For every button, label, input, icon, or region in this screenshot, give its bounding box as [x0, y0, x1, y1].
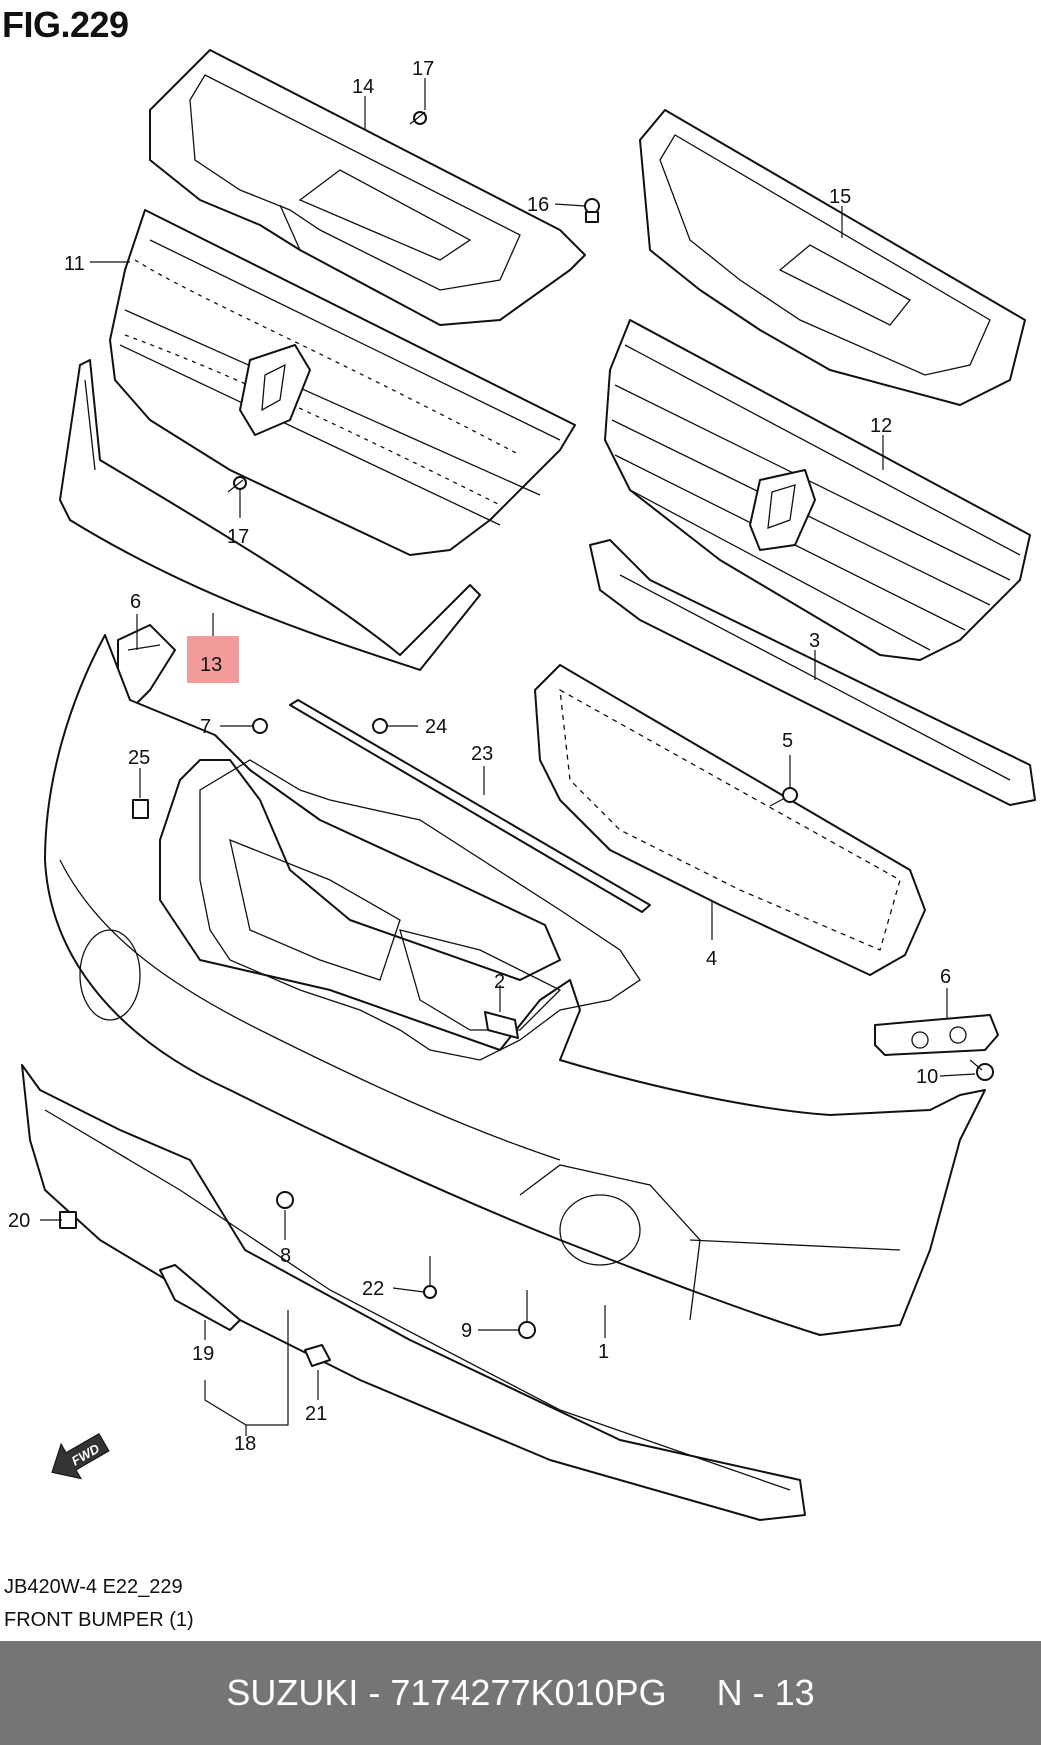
callout-24: 24 [425, 716, 447, 738]
part-15-frame [639, 109, 1026, 406]
part-inner-support [199, 759, 641, 1061]
footer-position: N - 13 [716, 1672, 815, 1713]
callout-9: 9 [461, 1320, 472, 1342]
callout-11: 11 [64, 253, 85, 275]
part-6-right-bracket [874, 1014, 999, 1056]
part-13-garnish [59, 359, 481, 671]
callout-3: 3 [809, 630, 820, 652]
figure-description: FRONT BUMPER (1) [4, 1609, 194, 1631]
fastener-7 [252, 718, 268, 734]
fastener-10 [969, 1059, 994, 1081]
callout-19: 19 [192, 1343, 214, 1365]
callout-25: 25 [128, 747, 150, 769]
callout-1: 1 [598, 1341, 609, 1363]
callout-18: 18 [234, 1433, 256, 1455]
callout-17-top: 17 [412, 58, 434, 80]
part-1-bumper-cover [44, 634, 986, 1336]
part-18-spoiler [21, 1064, 806, 1521]
footer-part-number: 7174277K010PG [390, 1672, 667, 1713]
callout-8: 8 [280, 1245, 291, 1267]
fwd-arrow-icon: FWD [51, 1432, 110, 1480]
footer-brand: SUZUKI [226, 1672, 359, 1713]
footer-bar: SUZUKI - 7174277K010PG N - 13 [0, 1641, 1041, 1745]
footer-text: SUZUKI - 7174277K010PG N - 13 [226, 1672, 815, 1713]
fastener-17-top [409, 111, 427, 125]
exploded-view: 14 17 16 15 11 12 17 6 13 3 7 24 5 25 23… [8, 49, 1036, 1521]
callout-labels: 14 17 16 15 11 12 17 6 13 3 7 24 5 25 23… [8, 58, 951, 1455]
fastener-17-mid [227, 476, 247, 493]
figure-title: FIG.229 [2, 4, 129, 45]
callout-21: 21 [305, 1403, 327, 1425]
part-21-clip [304, 1344, 331, 1367]
part-14-upper-frame [149, 49, 586, 326]
fastener-9 [518, 1321, 536, 1339]
callout-13: 13 [200, 654, 222, 676]
callout-12: 12 [870, 415, 892, 437]
figure-code: JB420W-4 E22_229 [4, 1576, 183, 1598]
callout-2: 2 [494, 971, 505, 993]
part-25-clip [132, 799, 149, 819]
part-23-seal [289, 699, 651, 913]
callout-15: 15 [829, 186, 851, 208]
callout-6-left: 6 [130, 591, 141, 613]
fastener-16 [584, 198, 600, 223]
callout-4: 4 [706, 948, 717, 970]
callout-6-right: 6 [940, 966, 951, 988]
fastener-22 [423, 1285, 437, 1299]
callout-7: 7 [200, 716, 211, 738]
callout-14: 14 [352, 76, 374, 98]
callout-23: 23 [471, 743, 493, 765]
callout-5: 5 [782, 730, 793, 752]
callout-22: 22 [362, 1278, 384, 1300]
callout-10: 10 [916, 1066, 938, 1088]
part-2-bracket [484, 1011, 519, 1039]
fastener-20 [59, 1211, 77, 1229]
highlight-box-13 [187, 636, 239, 683]
part-19-cover [159, 1264, 241, 1331]
part-11-grille [109, 209, 576, 556]
fastener-24 [372, 718, 388, 734]
part-12-grille [604, 319, 1031, 661]
callout-16: 16 [527, 194, 549, 216]
fastener-8 [276, 1191, 294, 1209]
callout-20: 20 [8, 1210, 30, 1232]
callout-17-mid: 17 [227, 526, 249, 548]
